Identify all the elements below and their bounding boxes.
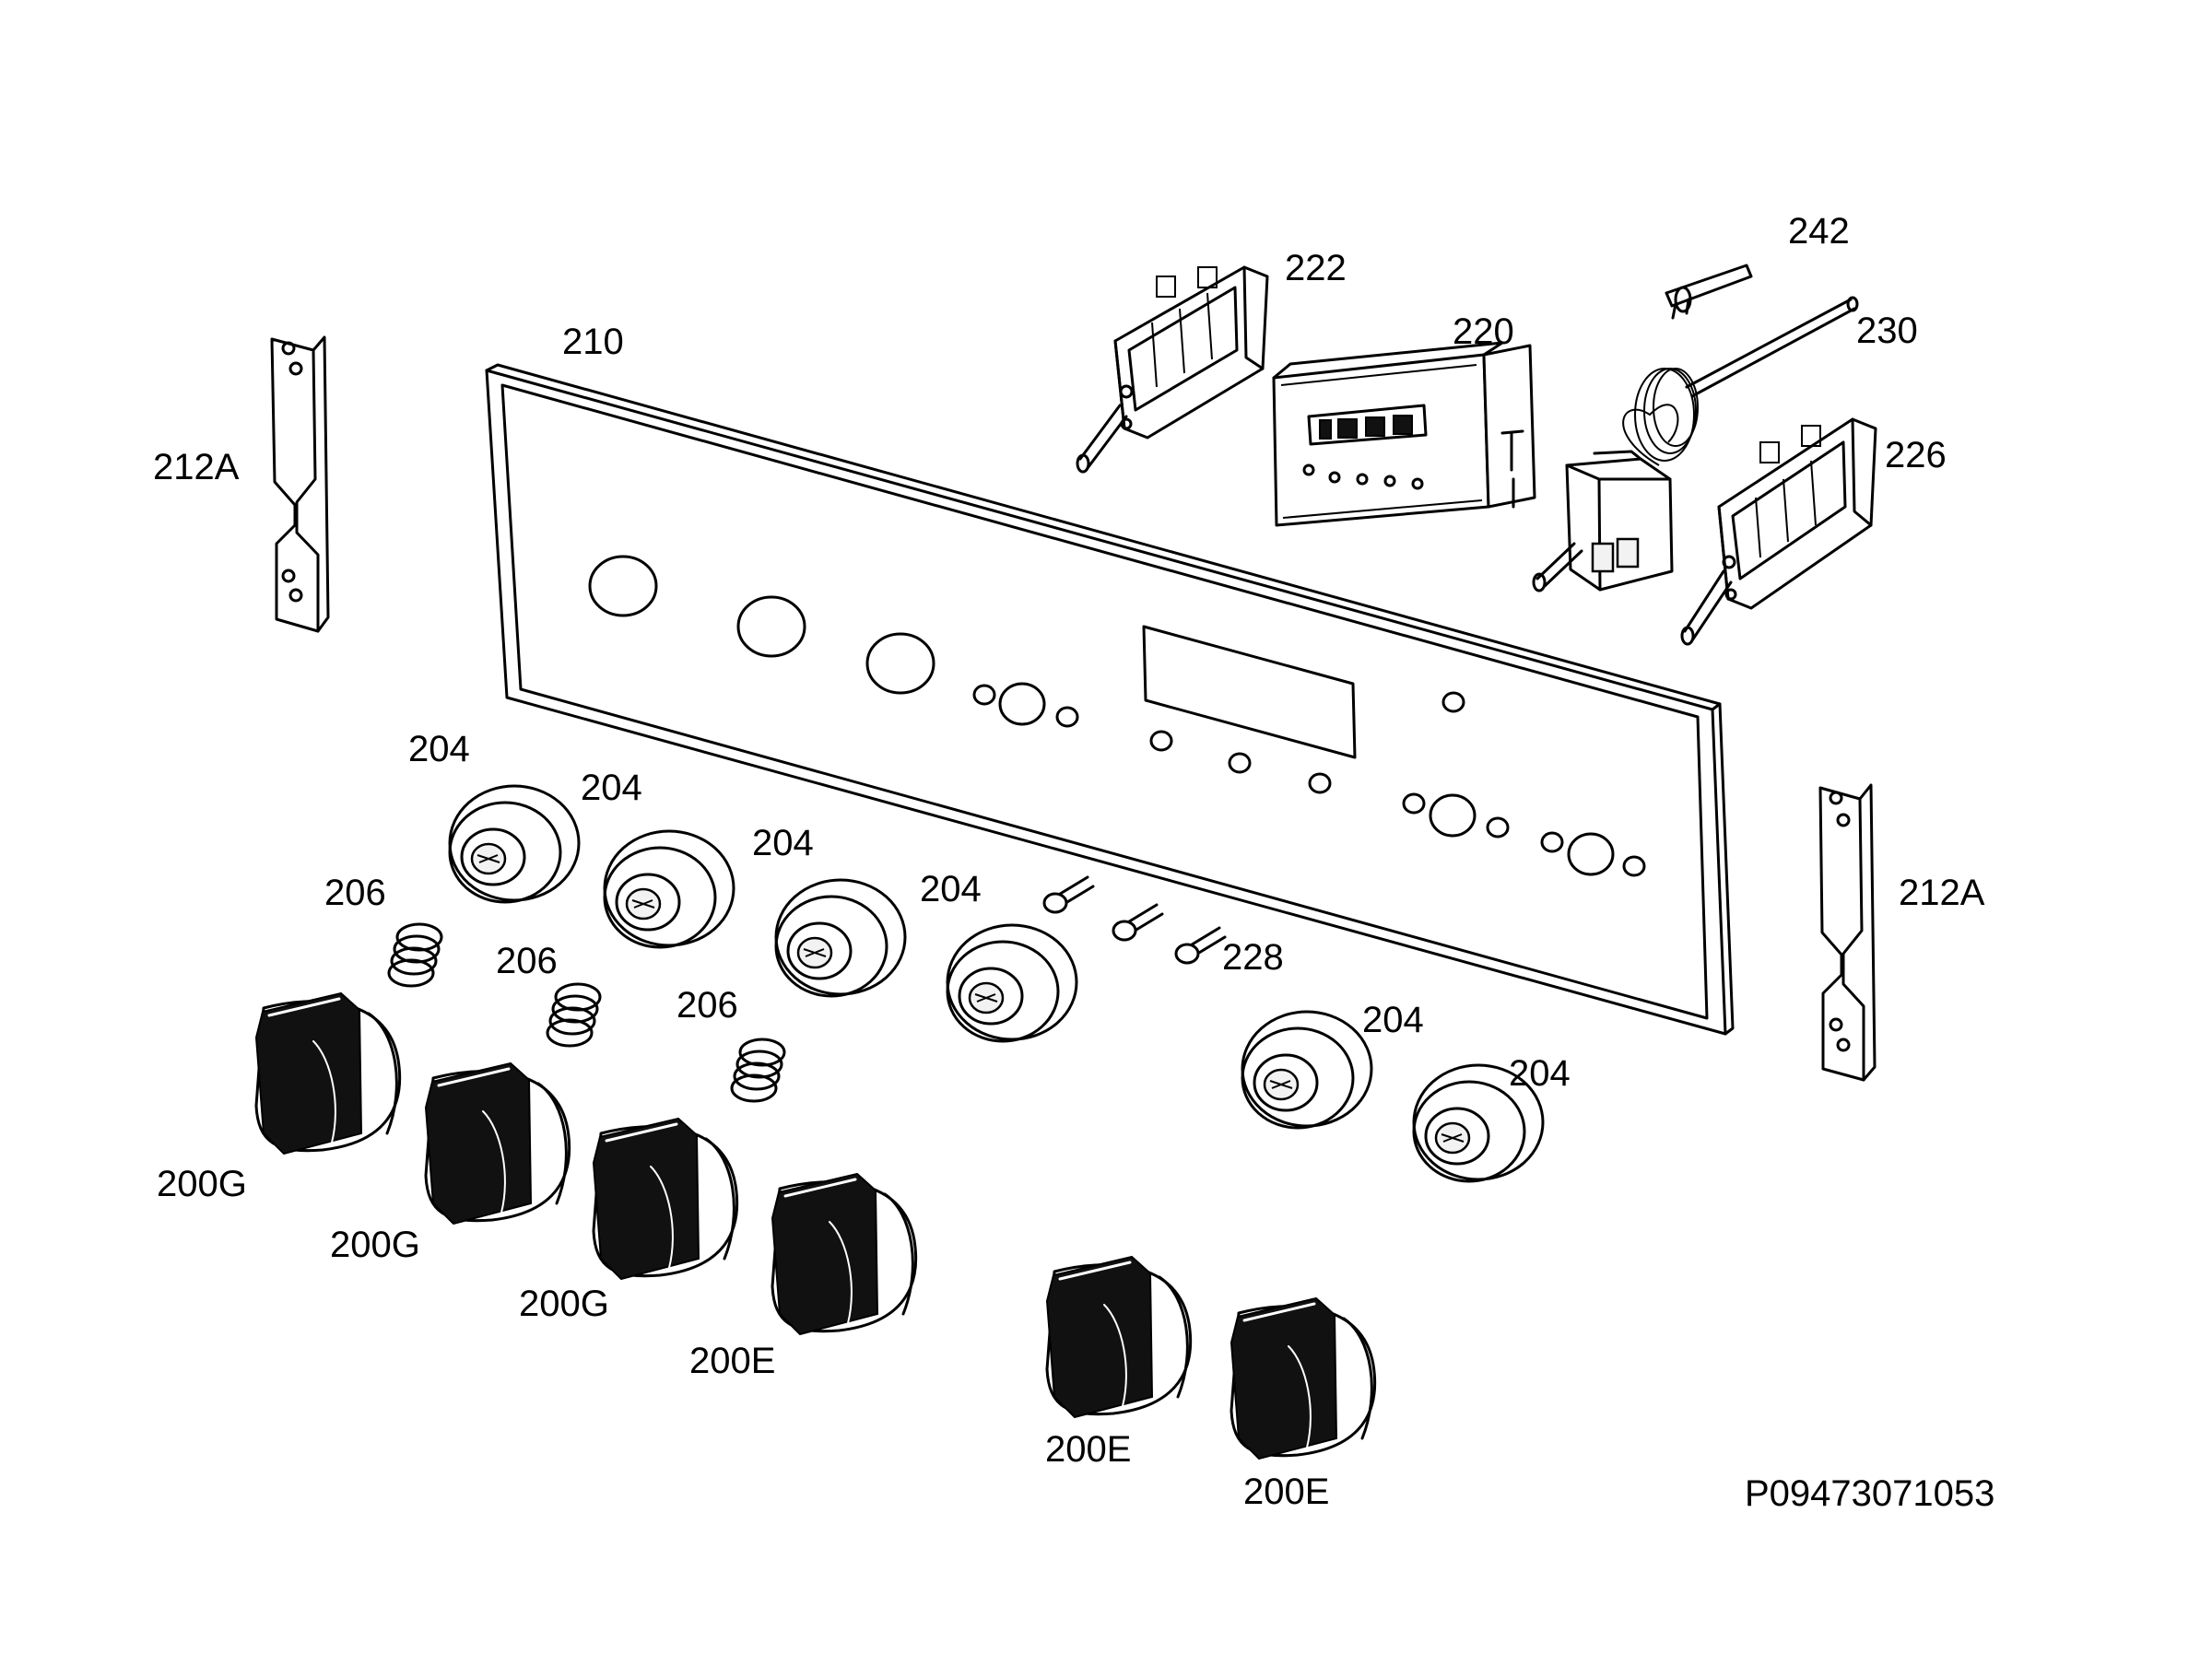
part-204-bezel-6[interactable] — [1412, 1063, 1545, 1183]
label-200e-2: 200E — [1045, 1429, 1131, 1470]
part-206-spring-2[interactable] — [546, 982, 602, 1048]
label-206-2: 206 — [496, 941, 558, 981]
part-204-bezel-2[interactable] — [603, 829, 735, 949]
part-204-bezel-5[interactable] — [1241, 1010, 1373, 1130]
label-204-5: 204 — [1362, 1000, 1424, 1040]
label-200g-1: 200G — [157, 1164, 247, 1204]
part-212a-right-bracket[interactable] — [1818, 783, 1877, 1082]
part-204-bezel-1[interactable] — [448, 784, 581, 904]
part-206-spring-3[interactable] — [730, 1038, 786, 1103]
part-200g-knob-3[interactable] — [592, 1117, 739, 1281]
part-204-bezel-3[interactable] — [774, 878, 907, 998]
label-212a-right: 212A — [1899, 873, 1985, 913]
label-206-1: 206 — [324, 873, 386, 913]
part-220-electronic-timer[interactable] — [1272, 341, 1536, 527]
part-200g-knob-1[interactable] — [254, 991, 402, 1155]
part-210-control-panel[interactable] — [485, 363, 1735, 1036]
label-206-3: 206 — [677, 985, 738, 1026]
label-230: 230 — [1856, 311, 1918, 351]
label-204-2: 204 — [581, 768, 642, 808]
label-222: 222 — [1285, 248, 1347, 288]
label-204-4: 204 — [920, 869, 982, 909]
part-222-selector-switch[interactable] — [1076, 265, 1269, 474]
label-220: 220 — [1453, 311, 1514, 352]
label-200e-1: 200E — [689, 1341, 775, 1381]
part-206-spring-1[interactable] — [387, 922, 443, 988]
label-242: 242 — [1788, 211, 1850, 252]
part-200e-knob-2[interactable] — [1045, 1255, 1193, 1419]
label-204-6: 204 — [1509, 1053, 1571, 1094]
part-230-thermostat[interactable] — [1532, 296, 1859, 592]
label-204-3: 204 — [752, 823, 814, 863]
part-204-bezel-4[interactable] — [946, 923, 1078, 1043]
part-242-sensor[interactable] — [1665, 264, 1753, 320]
part-212a-left-bracket[interactable] — [270, 335, 330, 633]
label-200e-3: 200E — [1243, 1472, 1329, 1512]
part-200e-knob-3[interactable] — [1230, 1296, 1377, 1460]
label-200g-2: 200G — [330, 1225, 420, 1265]
label-210: 210 — [562, 322, 624, 362]
part-226-selector-switch[interactable] — [1680, 417, 1877, 646]
part-228-screws[interactable] — [1042, 875, 1227, 965]
diagram-code: P09473071053 — [1745, 1473, 1994, 1514]
label-212a-left: 212A — [153, 447, 240, 487]
label-228: 228 — [1222, 937, 1284, 978]
part-200e-knob-1[interactable] — [771, 1172, 918, 1336]
label-200g-3: 200G — [519, 1284, 609, 1324]
part-200g-knob-2[interactable] — [424, 1061, 571, 1226]
label-226: 226 — [1885, 435, 1947, 475]
label-204-1: 204 — [408, 729, 470, 769]
